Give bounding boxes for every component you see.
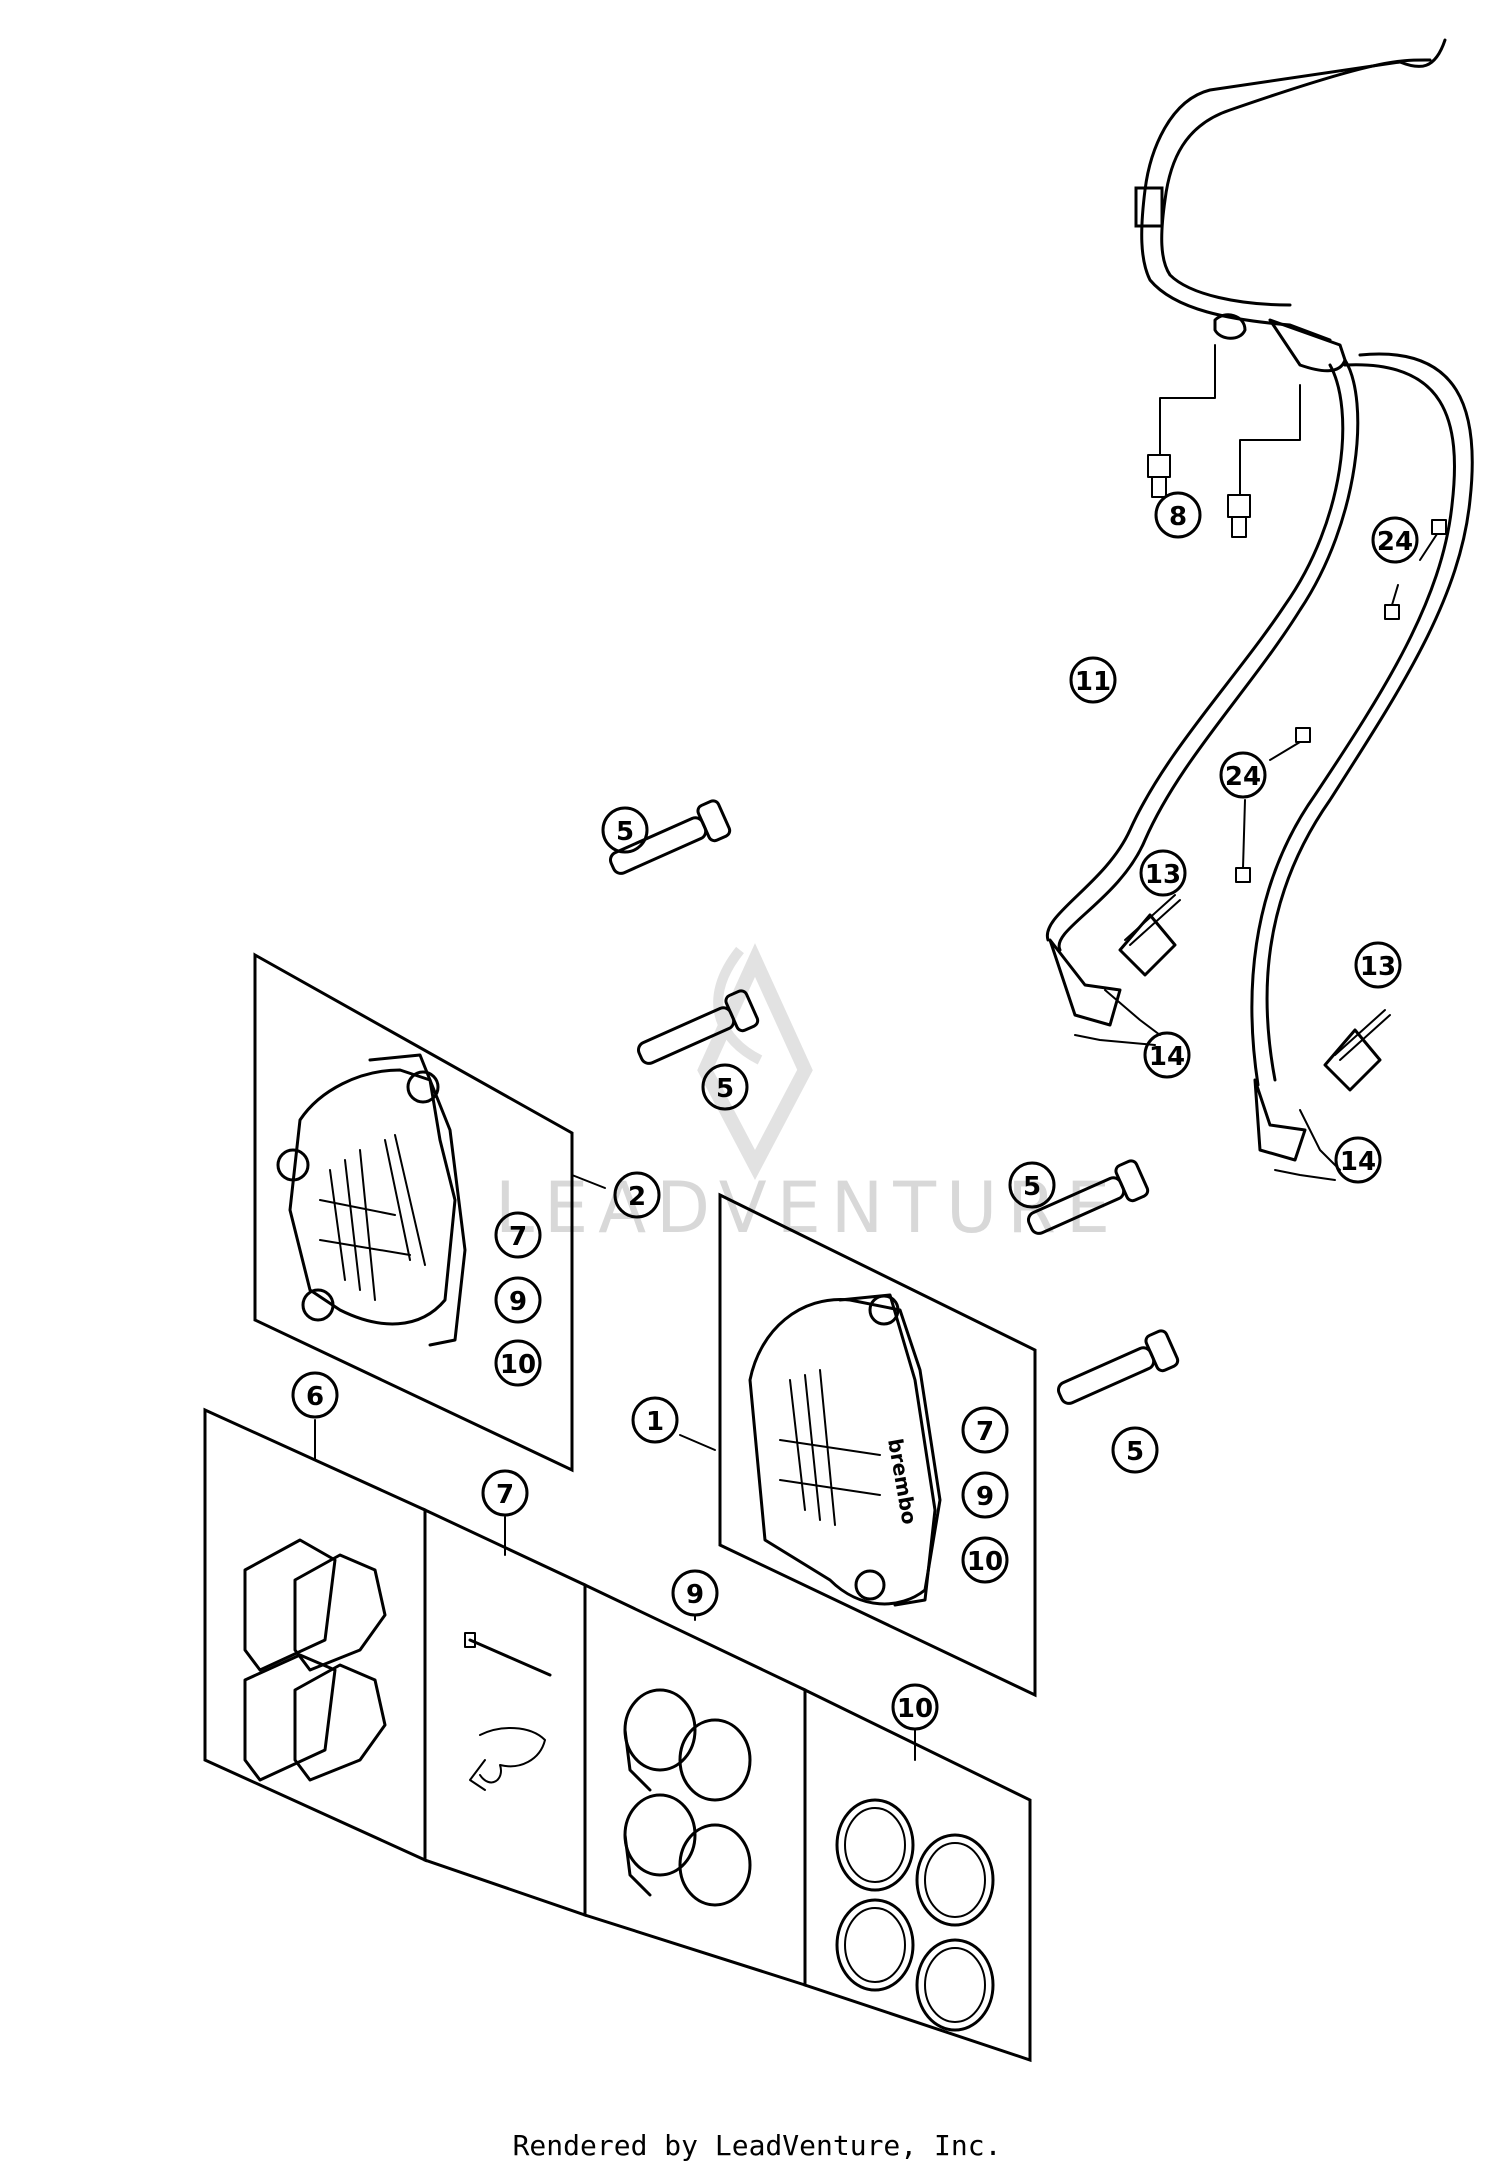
svg-text:11: 11 <box>1075 667 1111 697</box>
pin-kit-part <box>464 1632 552 1791</box>
callout-14[interactable]: 14 <box>1143 1031 1191 1079</box>
cap-14-parts <box>1074 989 1341 1181</box>
callout-13[interactable]: 13 <box>1139 849 1187 897</box>
leader-lines <box>314 1174 916 1761</box>
callout-2[interactable]: 2 <box>613 1171 661 1219</box>
brake-hose-assembly <box>1045 38 1474 1162</box>
svg-text:1: 1 <box>646 1407 664 1437</box>
seals-part <box>835 1798 995 2032</box>
callout-1[interactable]: 1 <box>631 1396 679 1444</box>
callout-10[interactable]: 10 <box>494 1339 542 1387</box>
caliper-2-drawing <box>276 1053 467 1347</box>
svg-text:6: 6 <box>306 1382 324 1412</box>
svg-text:7: 7 <box>496 1480 514 1510</box>
callout-7[interactable]: 7 <box>481 1469 529 1517</box>
svg-text:5: 5 <box>616 817 634 847</box>
callout-14[interactable]: 14 <box>1334 1136 1382 1184</box>
svg-text:13: 13 <box>1145 860 1181 890</box>
svg-text:7: 7 <box>509 1222 527 1252</box>
callout-13[interactable]: 13 <box>1354 941 1402 989</box>
svg-text:24: 24 <box>1377 527 1413 557</box>
svg-text:5: 5 <box>1023 1172 1041 1202</box>
callout-10[interactable]: 10 <box>891 1683 939 1731</box>
svg-text:7: 7 <box>976 1417 994 1447</box>
svg-text:10: 10 <box>967 1547 1003 1577</box>
svg-text:8: 8 <box>1169 502 1187 532</box>
caliper-1-drawing: brembo <box>748 1293 942 1607</box>
clip-24-parts <box>1235 519 1447 883</box>
callout-9[interactable]: 9 <box>494 1276 542 1324</box>
pin-5-parts <box>608 799 1180 1405</box>
caliper-brand-text: brembo <box>883 1437 922 1526</box>
callout-5[interactable]: 5 <box>601 806 649 854</box>
callout-24[interactable]: 24 <box>1371 516 1419 564</box>
callout-5[interactable]: 5 <box>1008 1161 1056 1209</box>
callout-24[interactable]: 24 <box>1219 751 1267 799</box>
brake-pads-part <box>243 1538 387 1782</box>
kit-panels <box>203 1407 1032 2063</box>
pistons-part <box>623 1688 752 1907</box>
svg-text:13: 13 <box>1360 952 1396 982</box>
callout-8[interactable]: 8 <box>1154 491 1202 539</box>
callout-6[interactable]: 6 <box>291 1371 339 1419</box>
svg-text:2: 2 <box>628 1182 646 1212</box>
callout-7[interactable]: 7 <box>961 1406 1009 1454</box>
bolt-8-parts <box>1147 344 1301 538</box>
caliper-2-panel <box>253 952 574 1473</box>
callout-5[interactable]: 5 <box>1111 1426 1159 1474</box>
svg-text:5: 5 <box>1126 1437 1144 1467</box>
svg-text:14: 14 <box>1149 1042 1185 1072</box>
svg-text:9: 9 <box>686 1580 704 1610</box>
svg-text:10: 10 <box>500 1350 536 1380</box>
watermark: LEADVENTURE <box>495 943 1110 1249</box>
svg-text:24: 24 <box>1225 762 1261 792</box>
footer-credit: Rendered by LeadVenture, Inc. <box>513 2129 1002 2162</box>
callout-9[interactable]: 9 <box>671 1569 719 1617</box>
svg-text:5: 5 <box>716 1074 734 1104</box>
callout-7[interactable]: 7 <box>494 1211 542 1259</box>
svg-text:14: 14 <box>1340 1147 1376 1177</box>
callout-9[interactable]: 9 <box>961 1471 1009 1519</box>
bleeder-13-parts <box>1118 894 1391 1092</box>
callout-5[interactable]: 5 <box>701 1063 749 1111</box>
svg-text:9: 9 <box>509 1287 527 1317</box>
svg-text:9: 9 <box>976 1482 994 1512</box>
callout-11[interactable]: 11 <box>1069 656 1117 704</box>
callout-10[interactable]: 10 <box>961 1536 1009 1584</box>
callouts: 8 24 11 24 13 13 14 14 5 5 5 5 2 7 9 10 … <box>291 491 1419 1731</box>
svg-text:10: 10 <box>897 1694 933 1724</box>
